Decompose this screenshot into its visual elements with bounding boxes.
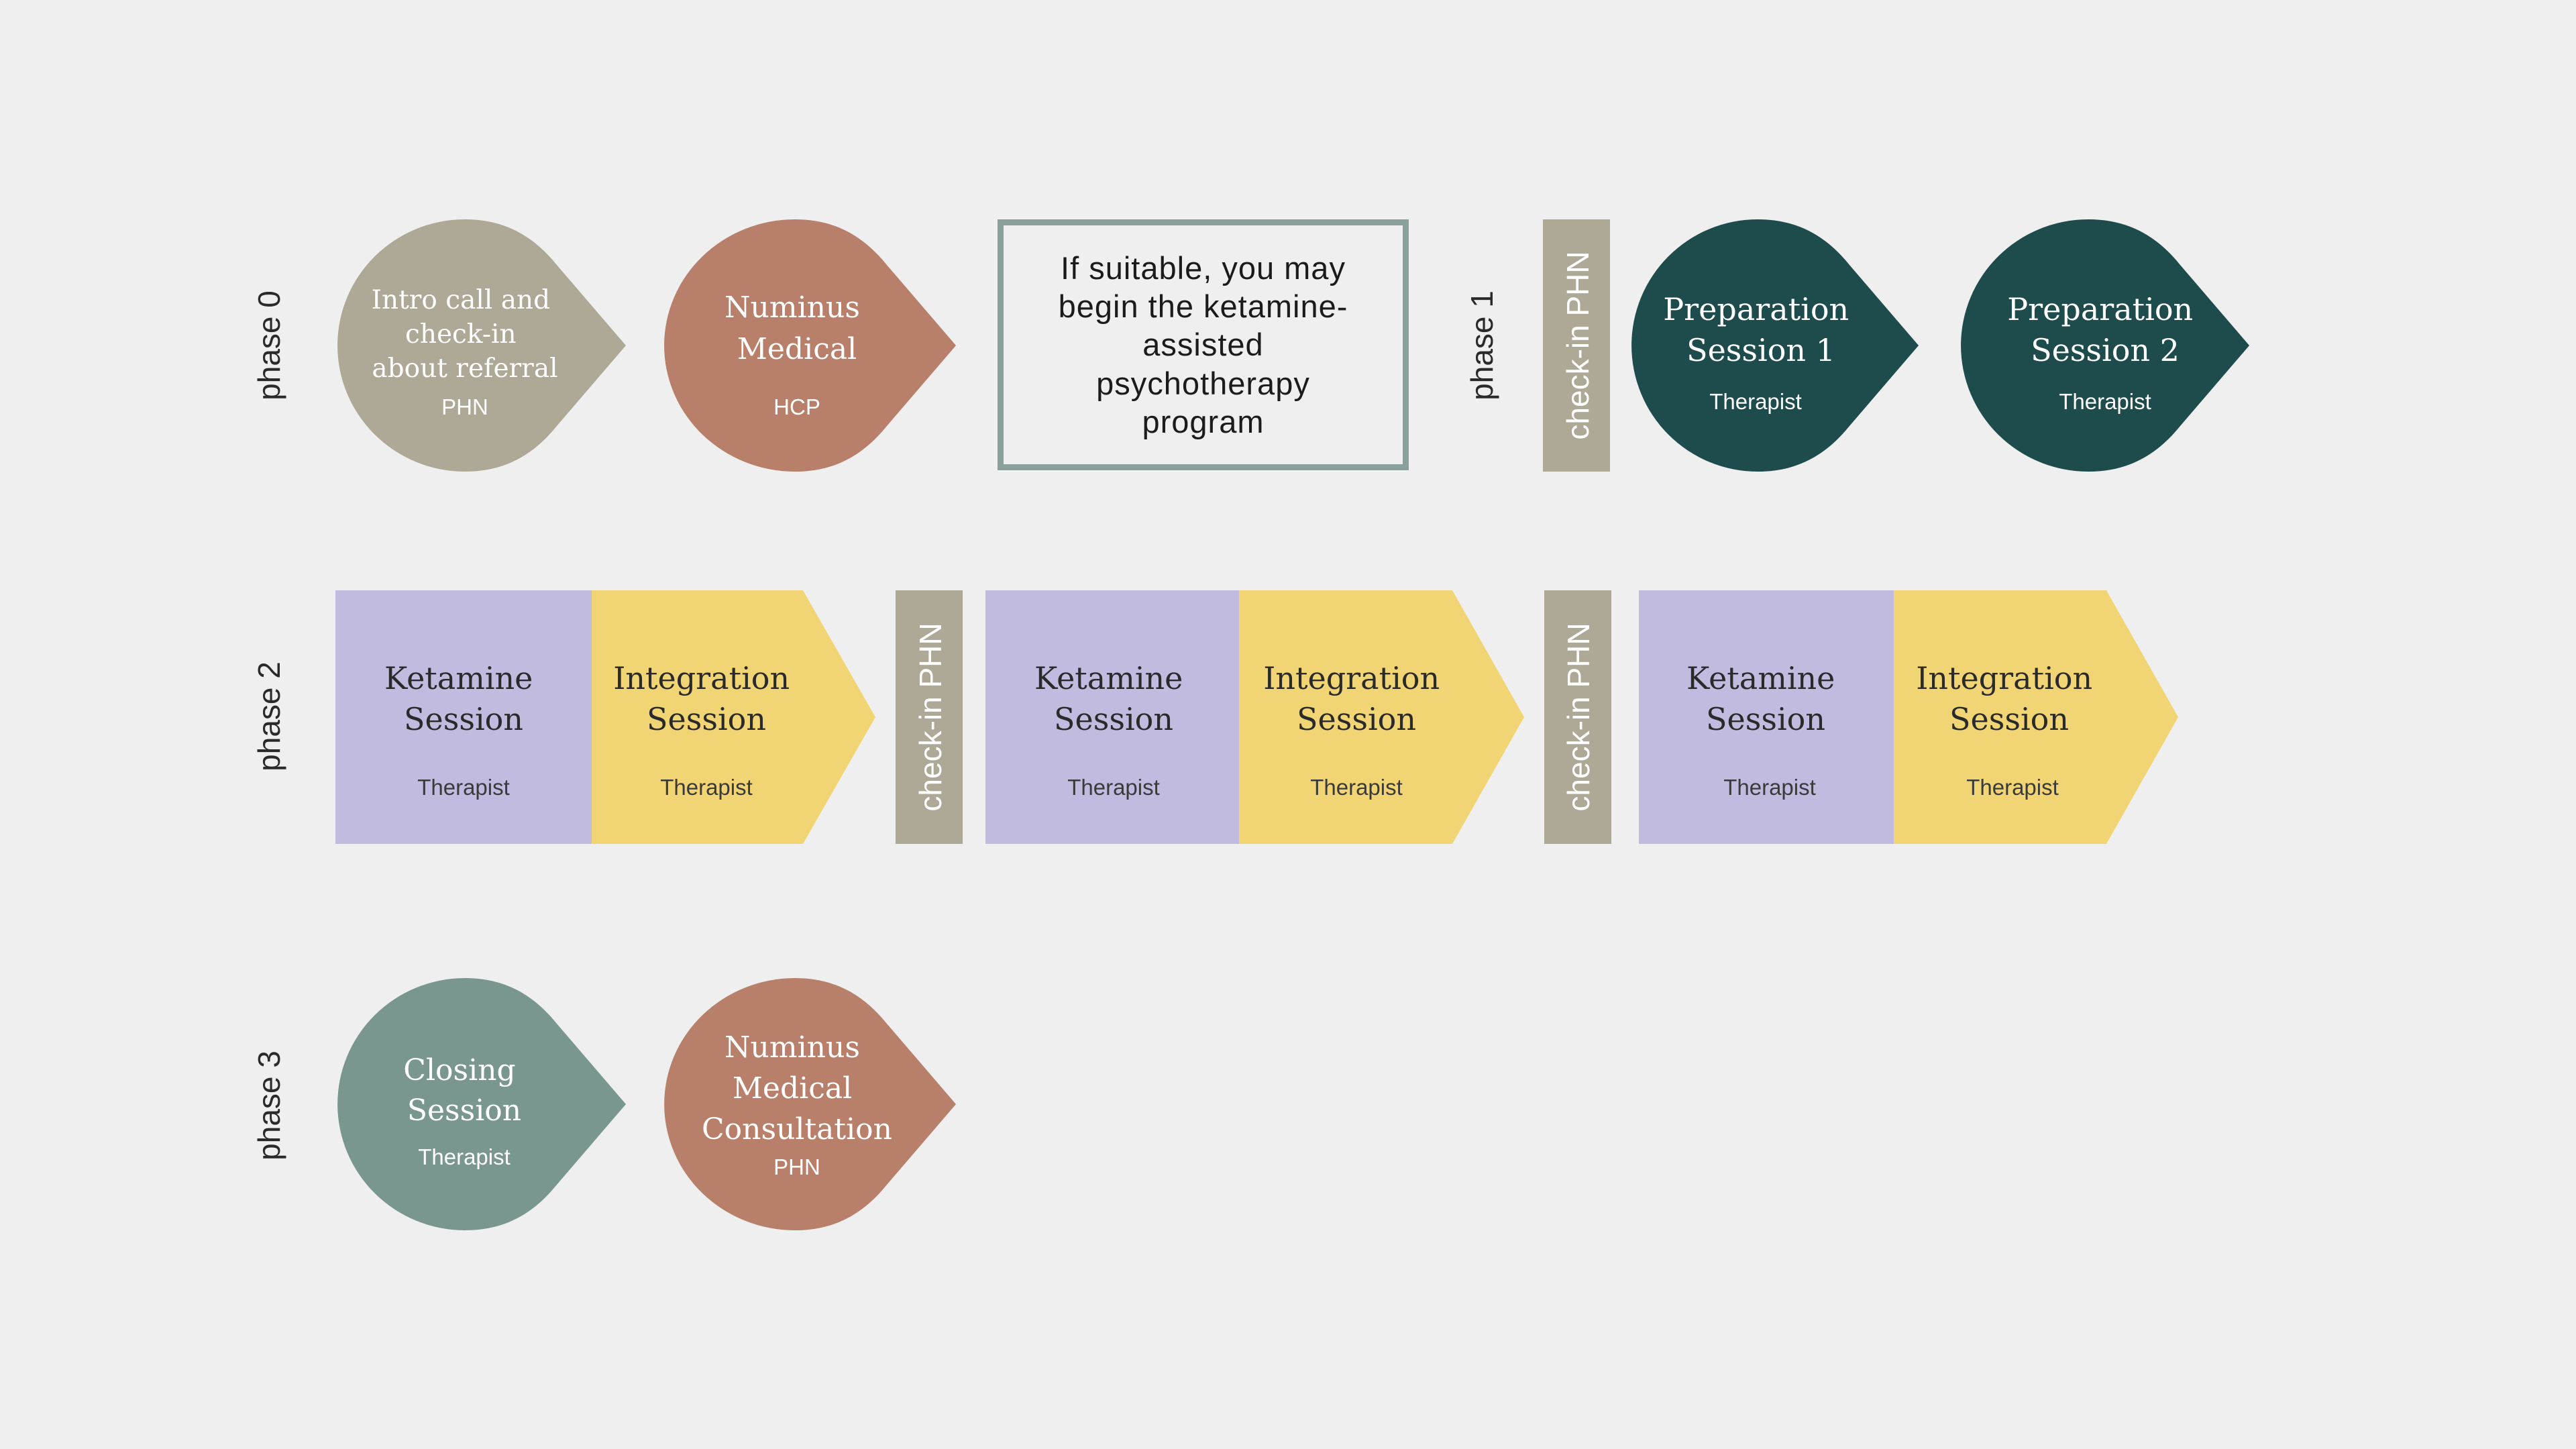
numinus-medical-consultation-step: Numinus Medical Consultation PHN [664, 978, 956, 1230]
ketamine-session-3-role: Therapist [1723, 775, 1816, 800]
integration-session-1-shape [592, 590, 875, 844]
numinus-medical-shape [664, 219, 956, 472]
ketamine-session-2-title-line-1: Ketamine [1034, 660, 1183, 696]
svg-text:Integration Session: Integration Session [1916, 660, 2102, 737]
ketamine-session-1-title-line-1: Ketamine [384, 660, 533, 696]
consultation-title-line-3: Consultation [702, 1112, 892, 1146]
svg-text:Preparation Session 2: Preparation Session 2 [2007, 291, 2203, 368]
preparation-session-1-role: Therapist [1709, 389, 1802, 414]
integration-session-2-shape [1239, 590, 1524, 844]
svg-text:Ketamine Session: Ketamine Session [384, 660, 543, 737]
integration-session-1: Integration Session Therapist [592, 590, 875, 844]
closing-session-shape [337, 978, 626, 1230]
ketamine-session-2-title-line-2: Session [1054, 701, 1173, 737]
check-in-phn-phase2-a: check-in PHN [896, 590, 963, 844]
consultation-title-line-2: Medical [733, 1071, 852, 1106]
preparation-session-1-step: Preparation Session 1 Therapist [1631, 219, 1919, 472]
preparation-session-2-title-line-2: Session 2 [2031, 332, 2180, 368]
intro-call-title-line-1: Intro call and [372, 285, 551, 315]
preparation-session-2-shape [1961, 219, 2249, 472]
check-in-phn-phase2-b: check-in PHN [1544, 590, 1611, 844]
svg-text:Closing Session: Closing Session [403, 1053, 525, 1128]
ketamine-session-3: Ketamine Session Therapist [1639, 590, 1894, 844]
ketamine-session-3-shape [1639, 590, 1894, 844]
closing-session-title-line-2: Session [407, 1093, 521, 1128]
svg-text:Numinus Medical: Numinus Medical Consultation [702, 1030, 892, 1146]
phase-1-label: phase 1 [1464, 290, 1499, 400]
numinus-medical-title-line-1: Numinus [724, 290, 860, 325]
integration-session-3-title-line-2: Session [1949, 701, 2069, 737]
consultation-role: PHN [773, 1155, 820, 1179]
ketamine-session-1-role: Therapist [417, 775, 510, 800]
intro-call-title-line-2: check-in [405, 319, 517, 350]
integration-session-2: Integration Session Therapist [1239, 590, 1524, 844]
numinus-medical-step: Numinus Medical HCP [664, 219, 956, 472]
ketamine-session-2-shape [985, 590, 1239, 844]
intro-call-title-line-3: about referral [372, 354, 557, 384]
phase-3-label: phase 3 [252, 1051, 286, 1161]
preparation-session-2-title-line-1: Preparation [2007, 291, 2193, 327]
integration-session-3: Integration Session Therapist [1894, 590, 2178, 844]
integration-session-2-title-line-1: Integration [1263, 660, 1440, 696]
intro-call-step: Intro call and check-in about referral P… [337, 219, 626, 472]
intro-call-role: PHN [441, 394, 488, 419]
numinus-medical-role: HCP [773, 394, 820, 419]
svg-text:Intro call and check-i: Intro call and check-in about referral [372, 285, 559, 384]
check-in-phn-phase1: check-in PHN [1543, 219, 1610, 472]
integration-session-1-title-line-1: Integration [613, 660, 790, 696]
consultation-title-line-1: Numinus [724, 1030, 860, 1065]
check-in-phn-label: check-in PHN [1560, 251, 1595, 439]
svg-text:Ketamine Session: Ketamine Session [1034, 660, 1193, 737]
ketamine-session-3-title-line-2: Session [1706, 701, 1825, 737]
svg-text:Ketamine Session: Ketamine Session [1686, 660, 1845, 737]
integration-session-1-title-line-2: Session [647, 701, 766, 737]
check-in-phn-label: check-in PHN [1561, 623, 1596, 811]
integration-session-1-role: Therapist [660, 775, 753, 800]
check-in-phn-label: check-in PHN [913, 623, 948, 811]
integration-session-3-shape [1894, 590, 2178, 844]
integration-session-2-title-line-2: Session [1297, 701, 1416, 737]
svg-text:Integration Session: Integration Session [613, 660, 800, 737]
ketamine-session-3-title-line-1: Ketamine [1686, 660, 1835, 696]
svg-text:Integration Session: Integration Session [1263, 660, 1450, 737]
preparation-session-1-shape [1631, 219, 1919, 472]
svg-text:Preparation Session 1: Preparation Session 1 [1663, 291, 1859, 368]
closing-session-title-line-1: Closing [403, 1053, 515, 1087]
preparation-session-2-role: Therapist [2059, 389, 2151, 414]
ketamine-session-1: Ketamine Session Therapist [335, 590, 592, 844]
integration-session-3-role: Therapist [1966, 775, 2059, 800]
preparation-session-2-step: Preparation Session 2 Therapist [1961, 219, 2249, 472]
suitable-note-box: If suitable, you may begin the ketamine-… [998, 219, 1409, 470]
ketamine-session-1-title-line-2: Session [404, 701, 523, 737]
ketamine-session-2: Ketamine Session Therapist [985, 590, 1239, 844]
ketamine-session-2-role: Therapist [1067, 775, 1160, 800]
integration-session-2-role: Therapist [1310, 775, 1403, 800]
phase-2-label: phase 2 [252, 661, 286, 771]
closing-session-step: Closing Session Therapist [337, 978, 626, 1230]
phase-0-label: phase 0 [252, 290, 286, 400]
suitable-note-text: If suitable, you may begin the ketamine-… [1058, 250, 1348, 439]
numinus-medical-title-line-2: Medical [737, 332, 857, 366]
preparation-session-1-title-line-2: Session 1 [1686, 332, 1835, 368]
integration-session-3-title-line-1: Integration [1916, 660, 2092, 696]
preparation-session-1-title-line-1: Preparation [1663, 291, 1849, 327]
closing-session-role: Therapist [418, 1144, 511, 1169]
svg-text:Numinus Medical: Numinus Medical [724, 290, 869, 366]
ketamine-session-1-shape [335, 590, 592, 844]
intro-call-shape [337, 219, 626, 472]
numinus-medical-consultation-shape [664, 978, 956, 1230]
